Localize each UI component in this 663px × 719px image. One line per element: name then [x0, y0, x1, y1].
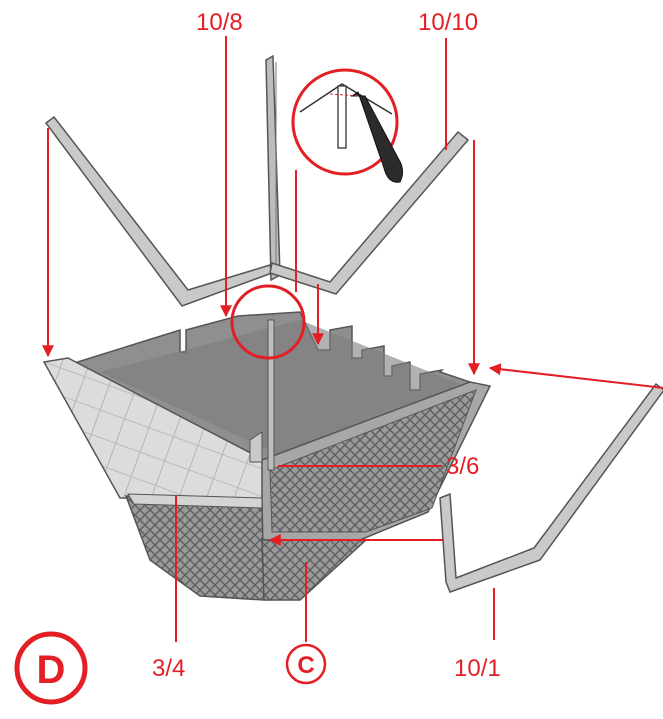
label-c: C: [297, 652, 314, 679]
leader-lines: [42, 36, 663, 642]
label-10-1: 10/1: [454, 655, 501, 682]
label-3-6: 3/6: [446, 453, 479, 480]
tower-assembly: [42, 311, 492, 601]
left-roof-strip: [44, 115, 273, 307]
label-3-4: 3/4: [152, 655, 185, 682]
label-d: D: [37, 648, 66, 692]
part-c-badge: C: [285, 643, 327, 685]
step-d-badge: D: [14, 631, 88, 705]
label-10-10: 10/10: [418, 9, 478, 36]
detail-magnifier: [291, 68, 404, 183]
center-post: [265, 54, 281, 282]
label-10-8: 10/8: [196, 9, 243, 36]
right-roof-strip: [269, 130, 470, 295]
